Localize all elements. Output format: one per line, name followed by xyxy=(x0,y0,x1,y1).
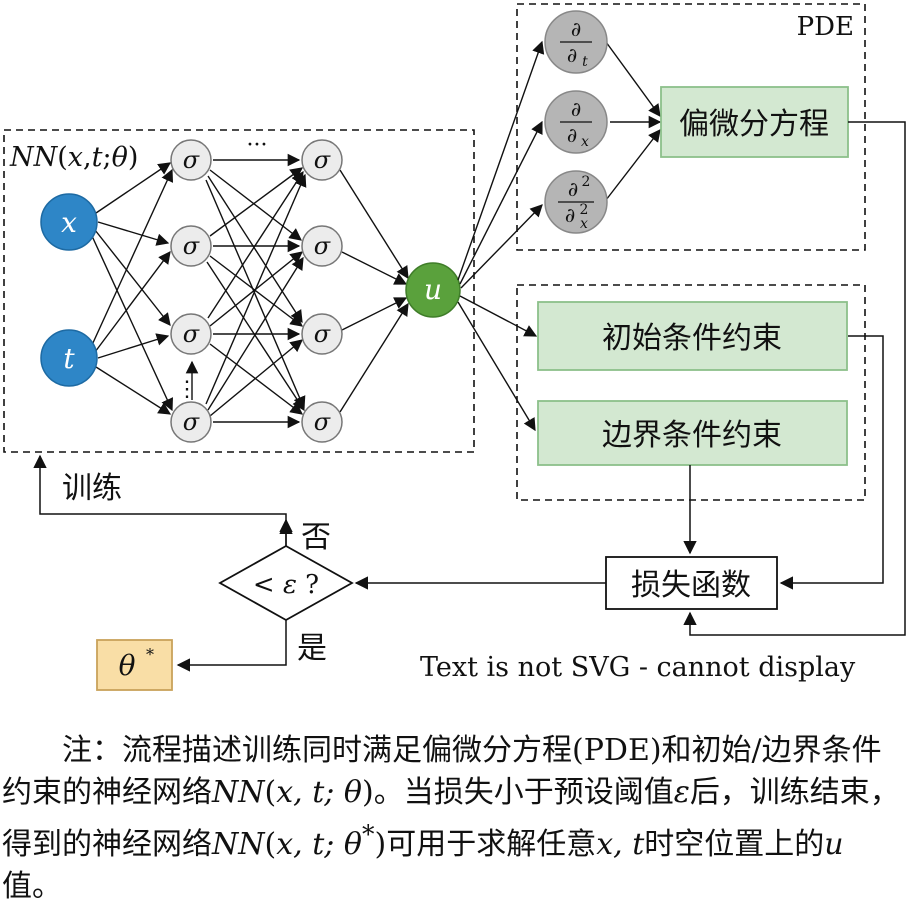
svg-text:x: x xyxy=(61,206,77,239)
hidden-neuron-label: σ xyxy=(314,232,331,260)
dt-denominator: ∂ xyxy=(567,43,577,67)
hidden-neuron-label: σ xyxy=(183,320,200,348)
decision-label: < ε ? xyxy=(253,570,319,600)
dt-subscript: t xyxy=(582,54,588,70)
dxx-denominator: ∂ xyxy=(565,203,575,227)
hidden-neuron-label: σ xyxy=(183,232,200,260)
loss-function-box xyxy=(605,556,778,610)
dxx-subscript: x xyxy=(580,216,588,232)
dx-numerator: ∂ xyxy=(571,97,581,121)
yes-label: 是 xyxy=(297,631,327,666)
hidden-neuron xyxy=(301,225,343,267)
dxx-denominator-exponent: 2 xyxy=(580,202,589,218)
svg-text:t: t xyxy=(63,342,75,375)
dx-subscript: x xyxy=(581,134,589,150)
theta-star-superscript: * xyxy=(146,645,154,664)
nn-label: NN(x,t;θ) xyxy=(9,142,138,173)
loss-arrows xyxy=(354,121,906,636)
pde-box-label: 偏微分方程 xyxy=(679,107,829,142)
hidden-neuron xyxy=(301,139,343,181)
dxx-numerator: ∂ xyxy=(568,177,578,201)
layer-ellipsis: ··· xyxy=(247,133,268,158)
hidden-neuron xyxy=(170,401,212,443)
loss-function-label: 损失函数 xyxy=(631,568,751,603)
output-neuron-u: u xyxy=(405,262,461,318)
hidden-neuron-label: σ xyxy=(183,408,200,436)
optimal-params-box xyxy=(96,639,173,691)
nn-container xyxy=(3,129,475,453)
hidden-neuron-label: σ xyxy=(314,320,331,348)
hidden-neuron xyxy=(170,225,212,267)
yes-branch-arrow xyxy=(176,620,287,672)
network-connections xyxy=(91,153,409,429)
dxx-numerator-exponent: 2 xyxy=(582,174,591,190)
boundary-condition-box xyxy=(537,400,848,466)
hidden-neuron xyxy=(170,313,212,355)
vertical-ellipsis: ⋮ xyxy=(176,377,198,402)
hidden-neuron xyxy=(170,139,212,181)
input-neuron-t: t xyxy=(40,329,98,387)
hidden-neuron xyxy=(301,401,343,443)
svg-fallback-text: Text is not SVG - cannot display xyxy=(420,652,856,683)
pde-box xyxy=(660,86,849,158)
dt-numerator: ∂ xyxy=(571,17,581,41)
pinn-flow-diagram: NN(x,t;θ) ⋮ xyxy=(3,3,906,691)
train-label: 训练 xyxy=(62,471,122,506)
initial-condition-box xyxy=(537,301,848,371)
no-label: 否 xyxy=(301,520,331,555)
pde-label: PDE xyxy=(797,12,854,42)
constraints-container xyxy=(516,284,866,501)
pde-container xyxy=(516,3,866,251)
hidden-neuron xyxy=(301,313,343,355)
hidden-neuron-label: σ xyxy=(183,146,200,174)
input-neuron-x: x xyxy=(40,193,98,251)
figure-caption: 注：流程描述训练同时满足偏微分方程(PDE)和初始/边界条件约束的神经网络NN(… xyxy=(2,733,900,904)
output-arrows xyxy=(457,40,662,432)
boundary-condition-label: 边界条件约束 xyxy=(602,418,782,453)
dx-denominator: ∂ xyxy=(567,123,577,147)
theta-star-label: θ xyxy=(119,649,136,682)
svg-text:u: u xyxy=(424,273,442,306)
initial-condition-label: 初始条件约束 xyxy=(602,321,782,356)
hidden-neuron-label: σ xyxy=(314,408,331,436)
hidden-neuron-label: σ xyxy=(314,146,331,174)
